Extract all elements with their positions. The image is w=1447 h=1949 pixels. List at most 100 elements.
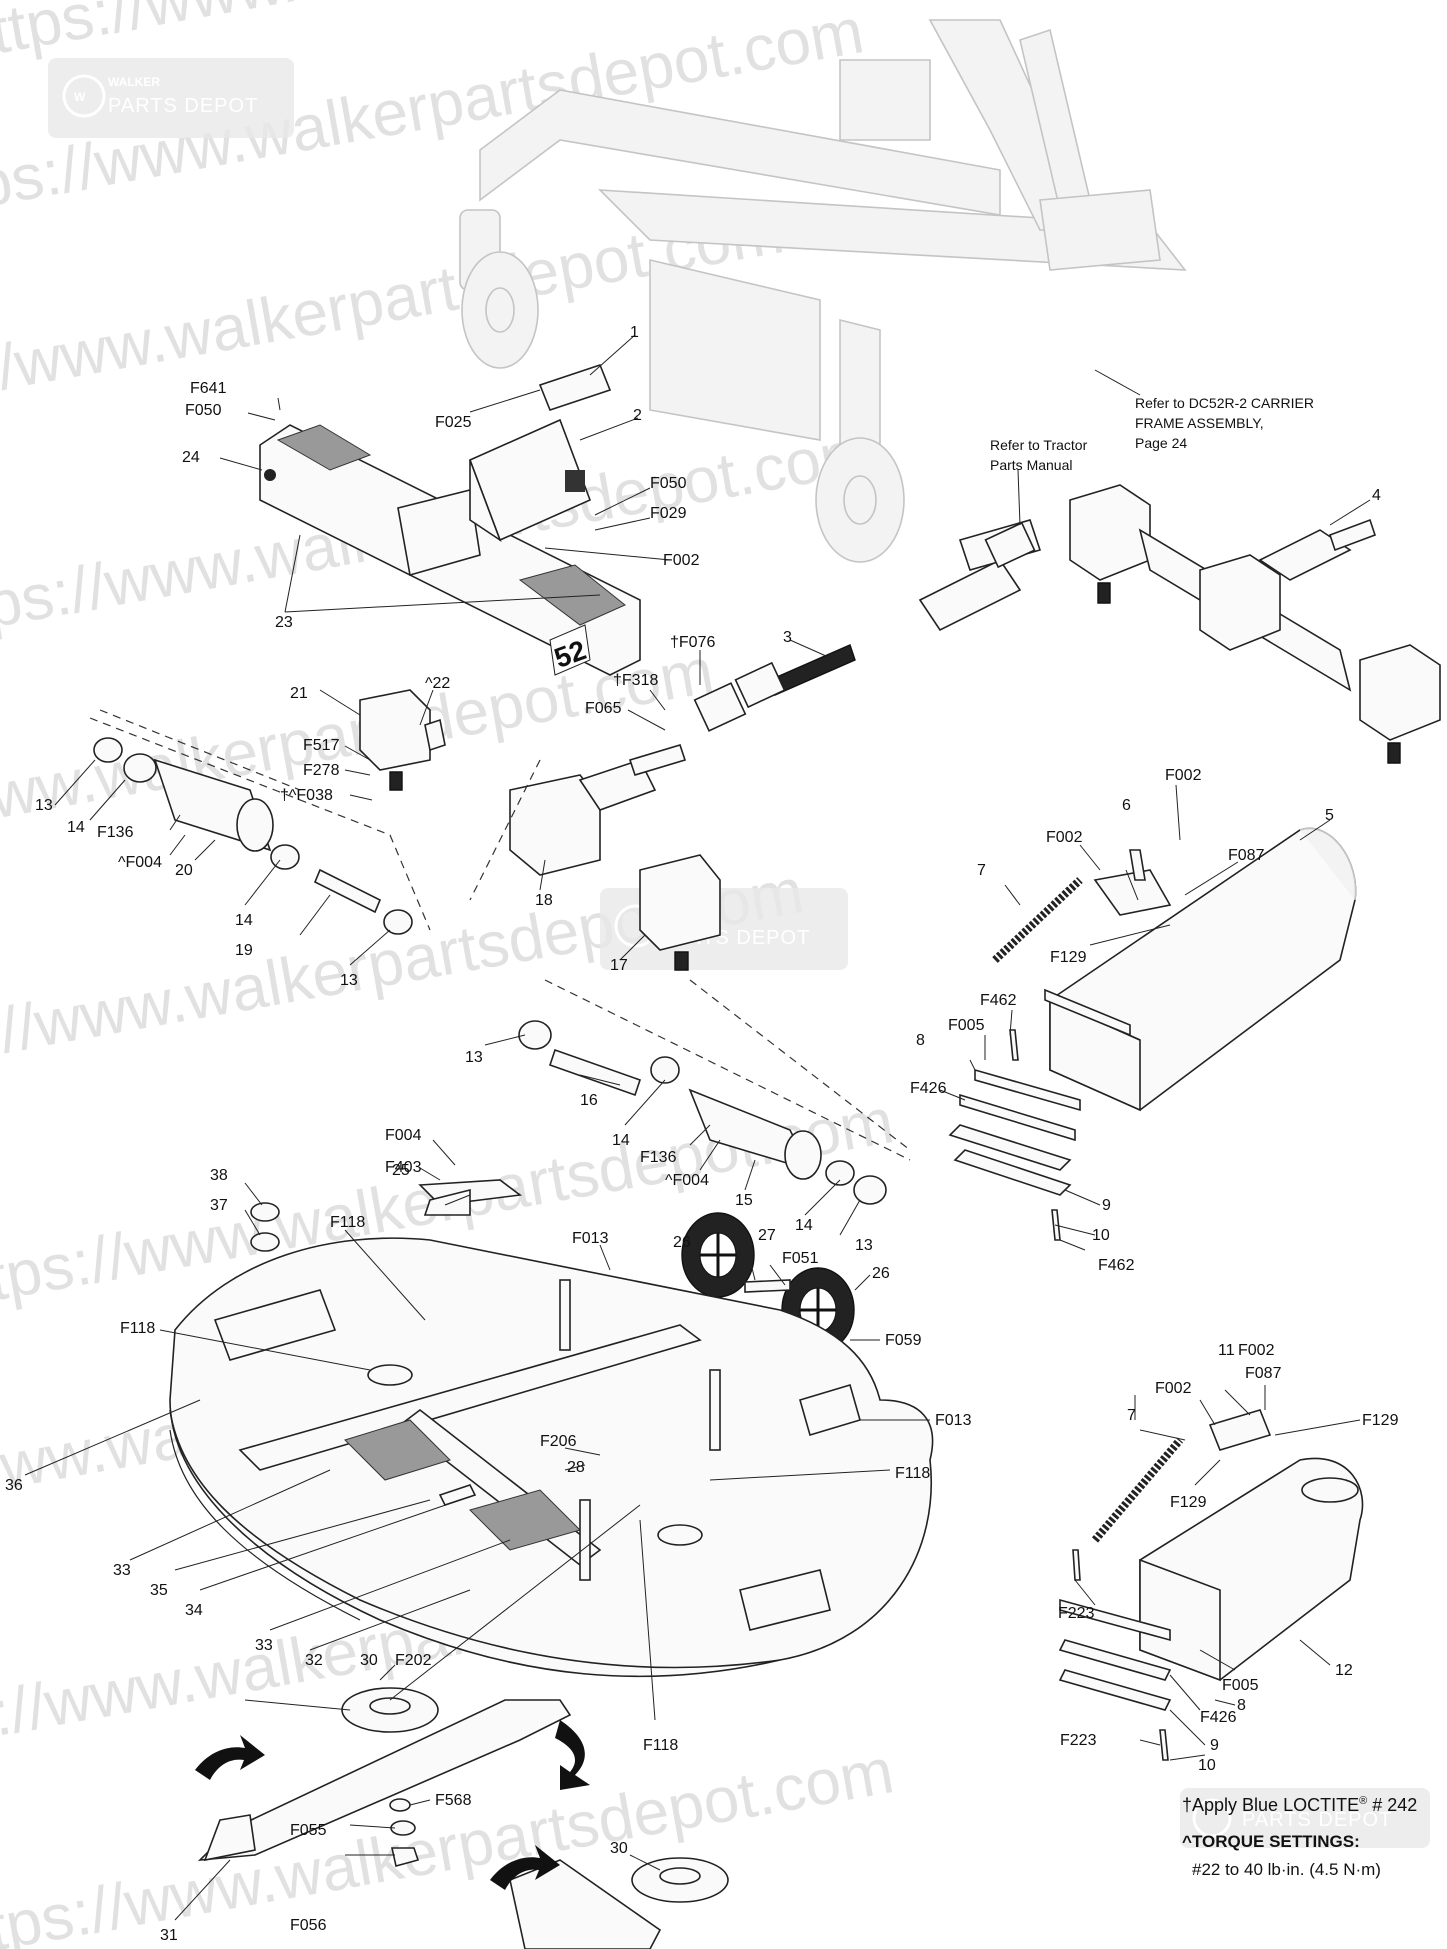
callout-label: F005 (948, 1017, 985, 1034)
callout-label: F136 (97, 824, 134, 841)
callout-label: F051 (782, 1250, 819, 1267)
callout-label: 4 (1372, 487, 1381, 504)
callout-label: 33 (113, 1562, 131, 1579)
legend-torque-value: #22 to 40 lb·in. (4.5 N·m) (1192, 1860, 1381, 1879)
callout-label: F013 (935, 1412, 972, 1429)
logo-bottom-word: PARTS DEPOT (108, 95, 258, 117)
callout-label: F129 (1050, 949, 1087, 966)
callout-label: F118 (643, 1737, 678, 1754)
gearbox-21 (359, 689, 446, 791)
callout-label: F568 (435, 1792, 472, 1809)
callout-label: 25 (392, 1162, 410, 1179)
callout-label: 1 (630, 324, 639, 341)
callout-label: 31 (160, 1927, 178, 1944)
callout-label: 9 (1102, 1197, 1111, 1214)
callout-label: 30 (610, 1840, 628, 1857)
legend-torque-title: ^TORQUE SETTINGS: (1182, 1832, 1360, 1852)
callout-label: 14 (795, 1217, 813, 1234)
callout-label: F004 (385, 1127, 422, 1144)
note-carrier-line-1: Refer to DC52R-2 CARRIER (1135, 395, 1314, 411)
callout-label: 15 (735, 1192, 753, 1209)
mower-deck (169, 1237, 934, 1678)
callout-label: 10 (1092, 1227, 1110, 1244)
callout-label: F055 (290, 1822, 327, 1839)
note-tractor-line-2: Parts Manual (990, 457, 1072, 473)
gearbox-18 (469, 744, 687, 901)
callout-label: 13 (855, 1237, 873, 1254)
discharge-chute-5 (1044, 827, 1357, 1112)
callout-label: F029 (650, 505, 687, 522)
callout-label: 3 (783, 629, 792, 646)
callout-label: 17 (610, 957, 628, 974)
callout-label: F517 (303, 737, 340, 754)
cover-plate-1 (538, 364, 612, 411)
callout-label: F002 (1155, 1380, 1192, 1397)
left-shaft-assembly (89, 709, 431, 935)
callout-label: F059 (885, 1332, 922, 1349)
callout-label: F206 (540, 1433, 577, 1450)
spring-7-upper (992, 877, 1083, 963)
callout-label: 14 (612, 1132, 630, 1149)
callout-label: F278 (303, 762, 340, 779)
hinge-parts-8-9-10-lower (1058, 1549, 1172, 1761)
callout-labels: 1 2 3 4 5 6 7 7 8 8 9 9 10 10 11 12 13 1… (5, 324, 1399, 1944)
callout-label: 8 (1237, 1697, 1246, 1714)
callout-label: 26 (673, 1234, 691, 1251)
callout-label: 32 (305, 1652, 323, 1669)
callout-label: ^22 (425, 675, 450, 692)
callout-label: 12 (1335, 1662, 1353, 1679)
callout-label: F050 (185, 402, 222, 419)
callout-label: 37 (210, 1197, 228, 1214)
callout-label: 27 (758, 1227, 776, 1244)
callout-label: F065 (585, 700, 622, 717)
callout-label: F087 (1228, 847, 1265, 864)
callout-label: F087 (1245, 1365, 1282, 1382)
torque-title: TORQUE SETTINGS: (1191, 1832, 1360, 1851)
callout-label: F426 (1200, 1709, 1237, 1726)
callout-label: 6 (1122, 797, 1131, 814)
callout-label: 9 (1210, 1737, 1219, 1754)
callout-label: 13 (465, 1049, 483, 1066)
callout-label: F050 (650, 475, 687, 492)
callout-label: F223 (1058, 1605, 1095, 1622)
loctite-number: # 242 (1367, 1795, 1418, 1815)
callout-label: F136 (640, 1149, 677, 1166)
callout-label: 13 (35, 797, 53, 814)
shield-2 (468, 418, 592, 543)
bracket-25 (418, 1179, 523, 1216)
callout-label: 28 (567, 1459, 585, 1476)
discharge-chute-12 (1139, 1457, 1364, 1682)
svg-text:W: W (74, 90, 86, 104)
top-cover-24: 52 (259, 424, 641, 676)
callout-label: 38 (210, 1167, 228, 1184)
callout-label: 8 (916, 1032, 925, 1049)
callout-label: F002 (1046, 829, 1083, 846)
callout-label: 10 (1198, 1757, 1216, 1774)
hinge-parts-8-9-10-upper (948, 1029, 1081, 1241)
callout-label: F002 (663, 552, 700, 569)
washers-37-38 (250, 1202, 280, 1252)
callout-label: F129 (1362, 1412, 1399, 1429)
callout-label: F118 (895, 1465, 930, 1482)
logo-watermark-middle: WALKER PARTS DEPOT (600, 888, 848, 970)
blade-adapter-30-right (631, 1857, 729, 1903)
logo-bottom-word: PARTS DEPOT (1242, 1809, 1392, 1831)
note-carrier-line-3: Page 24 (1135, 435, 1187, 451)
callout-label: F129 (1170, 1494, 1207, 1511)
callout-label: 2 (633, 407, 642, 424)
callout-label: 36 (5, 1477, 23, 1494)
callout-label: †F076 (670, 634, 715, 651)
callout-label: 16 (580, 1092, 598, 1109)
callout-label: 11 (1218, 1342, 1235, 1359)
callout-label: 26 (872, 1265, 890, 1282)
carrier-frame-ghost (459, 19, 1187, 563)
callout-label: 23 (275, 614, 293, 631)
callout-label: F403 (385, 1159, 422, 1176)
leader-lines (24, 334, 1371, 1921)
spring-7-lower (1091, 1437, 1184, 1543)
pulley-26-left (681, 1212, 755, 1298)
note-carrier-frame: Refer to DC52R-2 CARRIER FRAME ASSEMBLY,… (1135, 395, 1314, 451)
blade-31-left (197, 1699, 572, 1862)
